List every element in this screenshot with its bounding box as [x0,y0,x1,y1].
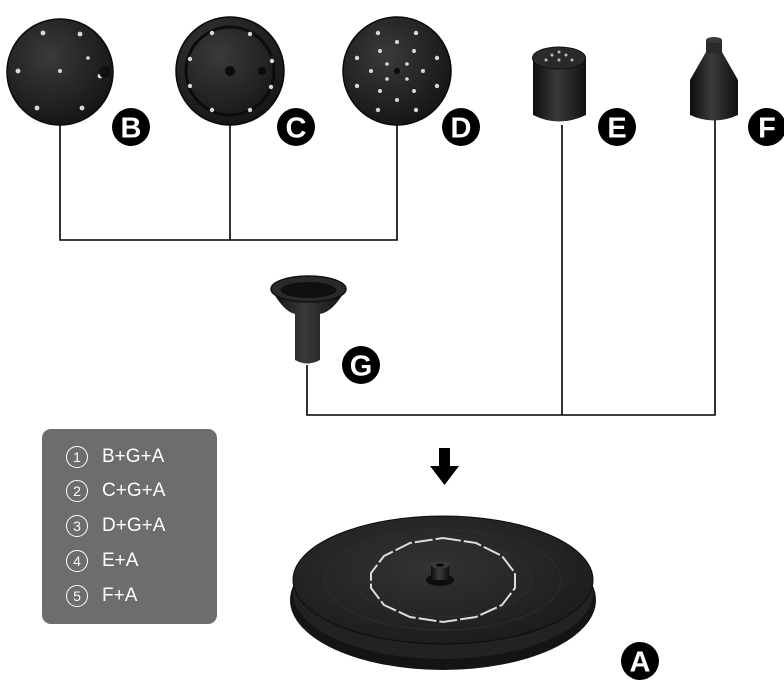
efg-bracket [306,120,716,416]
legend-item: 5 F+A [66,581,137,611]
badge-d: D [442,108,480,146]
badge-b: B [112,108,150,146]
legend-item: 2 C+G+A [66,476,165,506]
nozzle-e [532,46,586,122]
connector-lines [59,120,716,416]
badge-f-label: F [758,113,776,145]
nozzle-c [175,16,285,126]
legend-marker: 3 [66,515,88,537]
legend-marker: 5 [66,585,88,607]
legend-item: 3 D+G+A [66,511,165,541]
nozzle-d [342,16,452,126]
badge-d-label: D [451,113,472,145]
legend-text: C+G+A [102,480,166,501]
legend-marker: 1 [66,446,88,468]
nozzle-b [6,18,114,126]
bcd-bracket [59,125,398,241]
badge-f: F [748,108,784,146]
badge-b-label: B [121,113,142,145]
badge-e-label: E [607,113,626,145]
legend-marker: 2 [66,480,88,502]
legend-text: F+A [102,585,138,606]
connector-g [270,275,347,364]
nozzle-f [690,37,738,121]
badge-c-label: C [286,113,307,145]
badge-a-label: A [630,647,651,679]
badge-e: E [598,108,636,146]
badge-g-label: G [350,351,373,383]
legend-text: B+G+A [102,446,165,467]
legend-marker: 4 [66,550,88,572]
combinations-legend: 1 B+G+A 2 C+G+A 3 D+G+A 4 E+A 5 F+A [42,429,217,624]
legend-item: 1 B+G+A [66,442,164,472]
badge-g: G [342,346,380,384]
down-arrow-icon [430,448,459,485]
legend-text: D+G+A [102,515,166,536]
badge-a: A [621,642,659,680]
legend-item: 4 E+A [66,546,138,576]
legend-text: E+A [102,550,139,571]
badge-c: C [277,108,315,146]
fountain-base-a [290,515,596,670]
